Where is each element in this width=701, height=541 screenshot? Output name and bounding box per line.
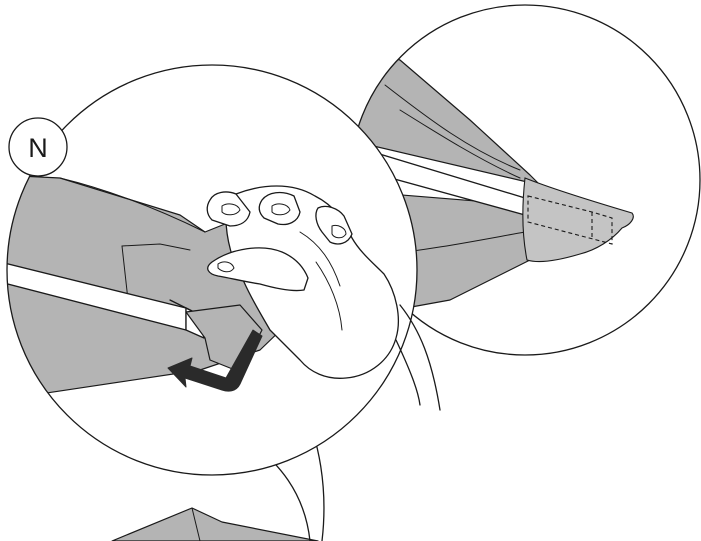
step-label: N bbox=[28, 133, 48, 163]
step-badge: N bbox=[9, 118, 67, 176]
bottom-fabric-fragment bbox=[112, 508, 318, 541]
